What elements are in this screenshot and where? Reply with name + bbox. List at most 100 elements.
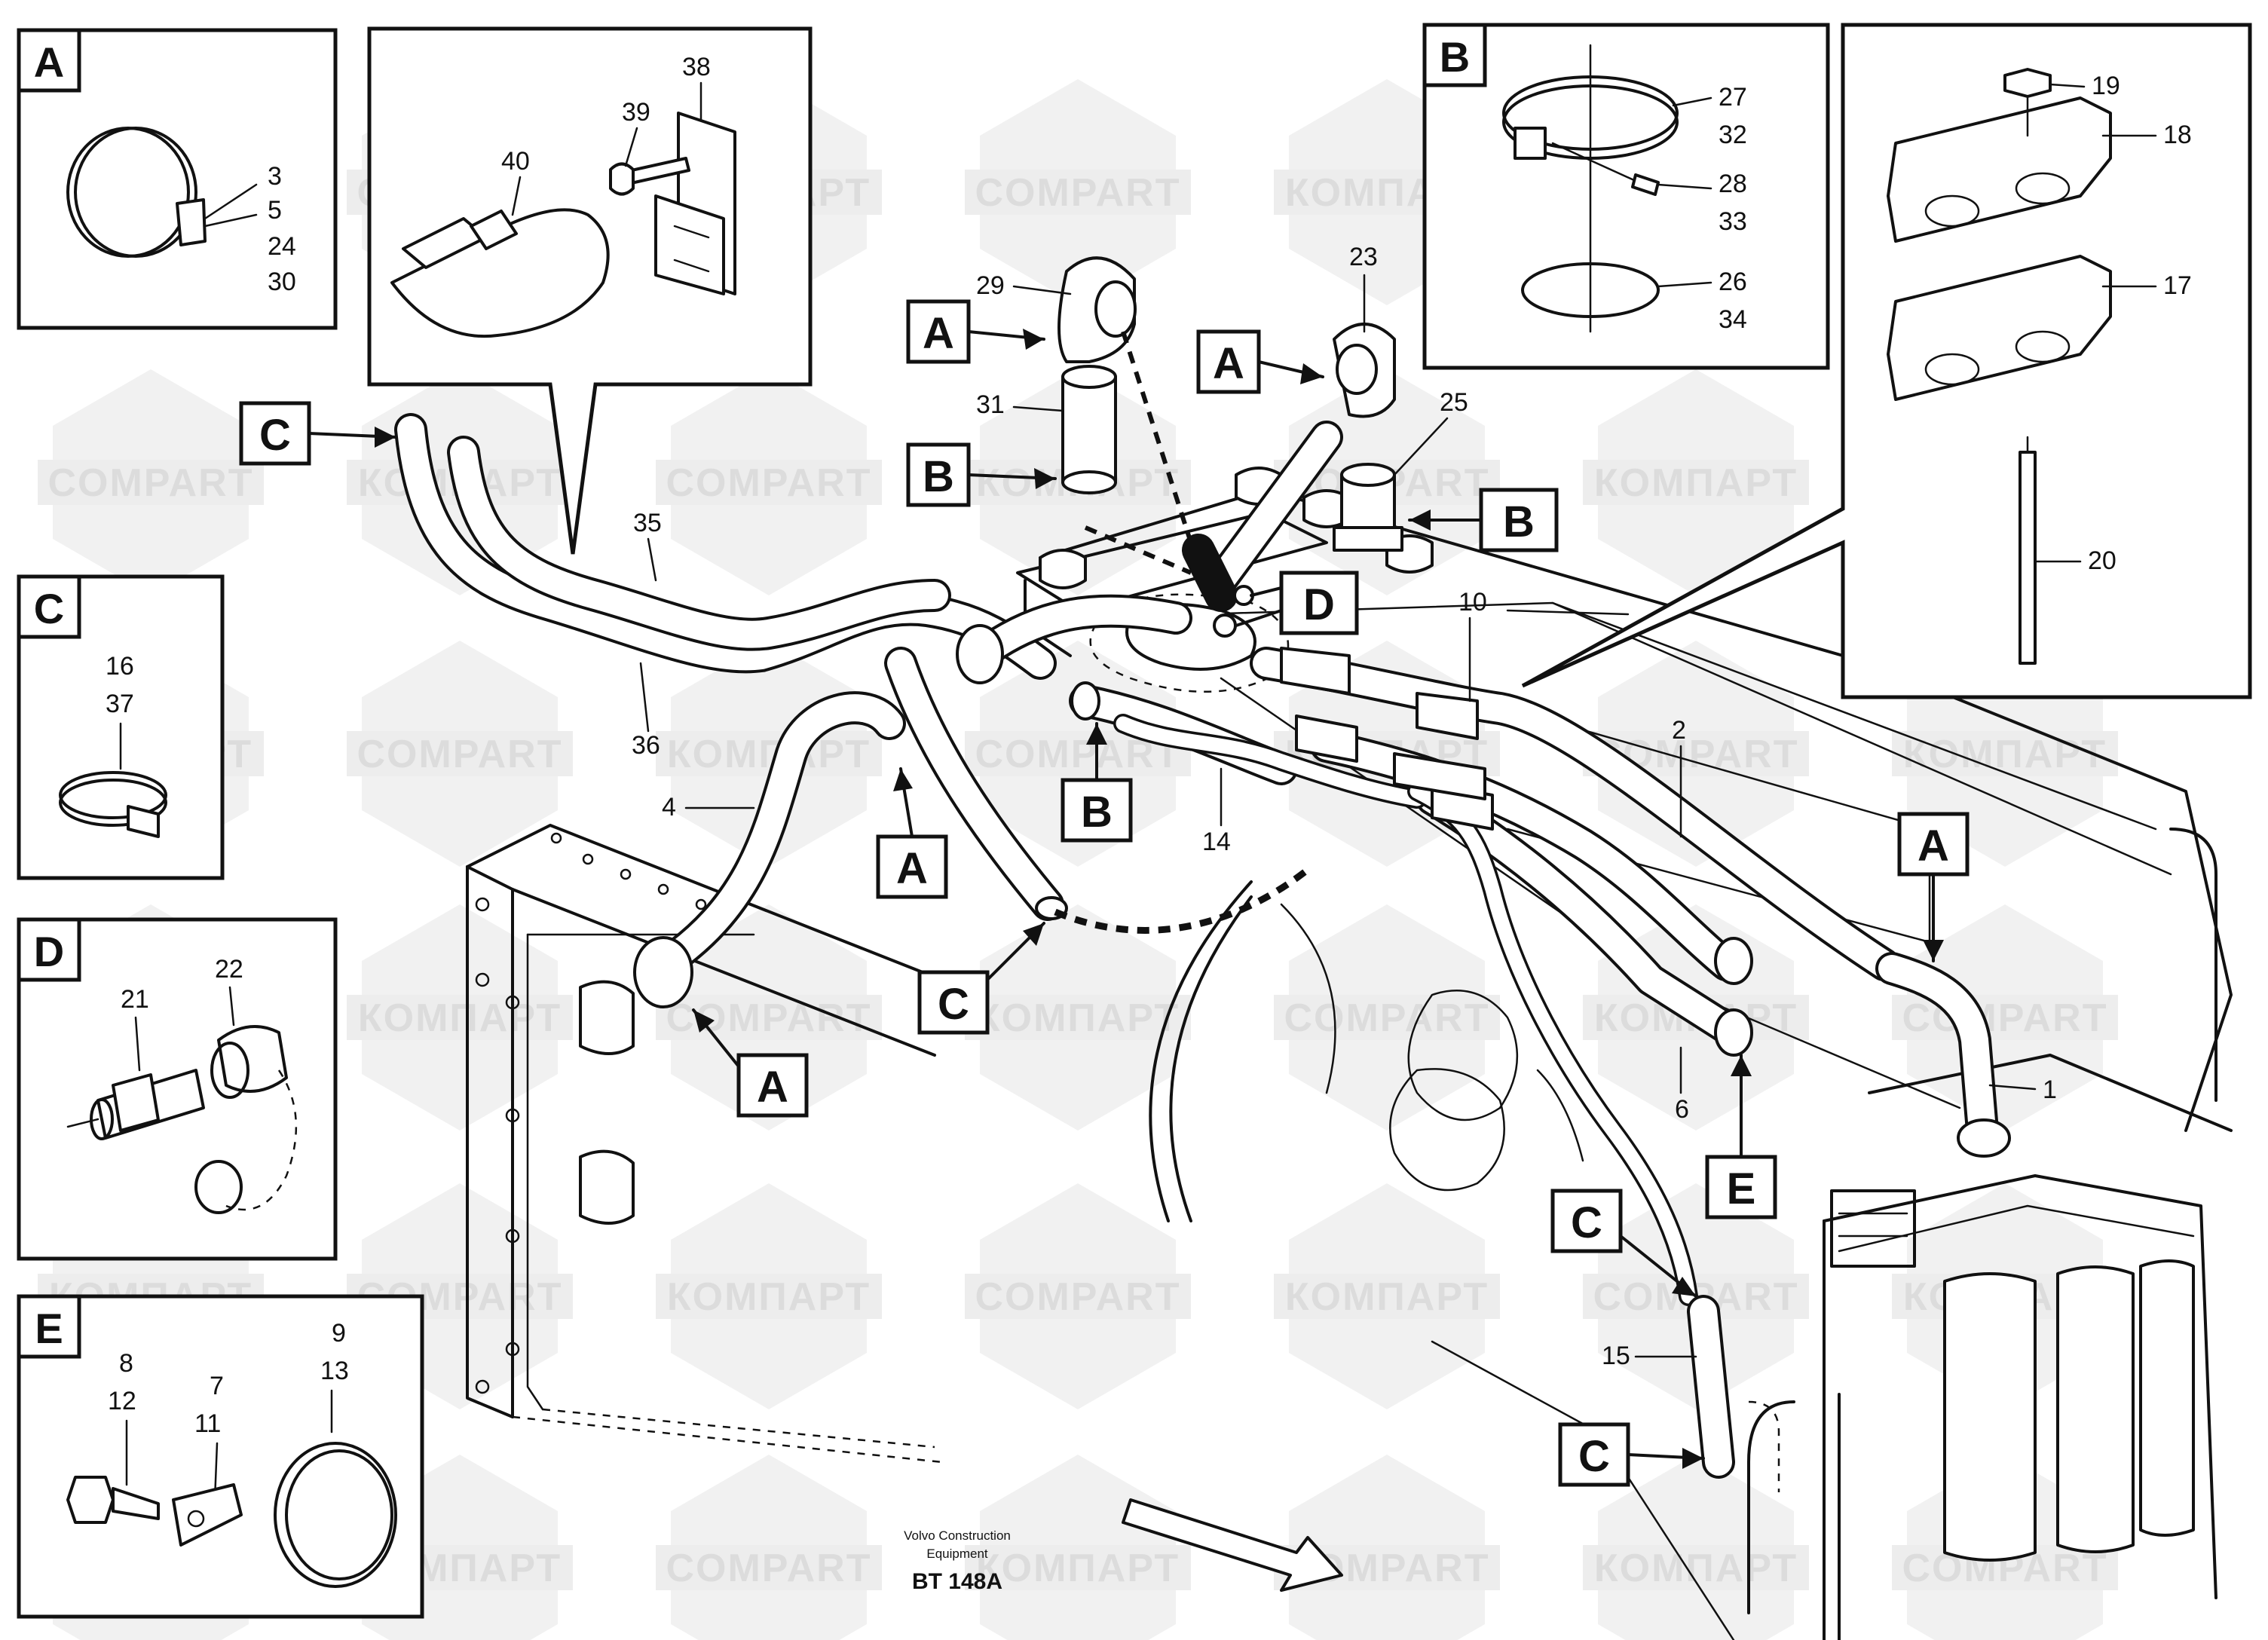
watermark-bar <box>965 995 1191 1040</box>
label-6: 6 <box>1675 1095 1689 1124</box>
callout-a: A <box>692 1008 809 1118</box>
svg-text:39: 39 <box>622 98 650 127</box>
watermark-bar <box>1274 1274 1500 1319</box>
callout-c: C <box>1550 1189 1697 1298</box>
svg-text:27: 27 <box>1719 83 1747 112</box>
watermark-bar <box>656 995 882 1040</box>
svg-text:C: C <box>259 411 291 460</box>
drawing-code: BT 148A <box>912 1569 1002 1594</box>
svg-text:A: A <box>1918 822 1949 870</box>
callout-c: C <box>239 401 397 466</box>
watermark-text: КОМПАРТ <box>1285 1275 1489 1319</box>
main-leader-lines <box>639 274 2037 1358</box>
callout-c: C <box>917 922 1045 1035</box>
watermark-text: COMPART <box>975 1275 1180 1319</box>
callout-a: A <box>876 767 948 899</box>
label-25: 25 <box>1440 388 1468 417</box>
svg-text:20: 20 <box>2088 546 2116 575</box>
watermark-text: КОМПАРТ <box>1594 1547 1798 1590</box>
svg-text:E: E <box>1727 1164 1756 1213</box>
watermark-text: COMPART <box>1284 996 1489 1040</box>
svg-text:C: C <box>1571 1198 1602 1247</box>
label-14: 14 <box>1202 828 1231 856</box>
watermark-text: COMPART <box>666 1547 871 1590</box>
svg-text:8: 8 <box>119 1349 133 1378</box>
callout-b: B <box>1408 488 1559 552</box>
svg-text:C: C <box>1578 1432 1610 1481</box>
svg-text:D: D <box>34 928 64 975</box>
svg-text:18: 18 <box>2163 121 2192 149</box>
watermark-bar <box>1274 995 1500 1040</box>
svg-text:12: 12 <box>108 1387 136 1415</box>
svg-text:40: 40 <box>501 147 530 176</box>
inset-c: C 16 37 <box>17 574 225 880</box>
watermark-text: КОМПАРТ <box>976 996 1180 1040</box>
hose-clamps <box>1280 647 1494 831</box>
label-4: 4 <box>662 793 676 822</box>
svg-text:A: A <box>896 844 928 893</box>
watermark-text: COMPART <box>666 461 871 505</box>
inset-a: A 3 5 24 30 <box>17 28 338 330</box>
watermark-text: КОМПАРТ <box>358 996 562 1040</box>
svg-text:28: 28 <box>1719 170 1747 198</box>
svg-text:33: 33 <box>1719 207 1747 236</box>
svg-text:3: 3 <box>268 162 282 191</box>
watermark-text: COMPART <box>975 171 1180 215</box>
watermark-bar <box>656 460 882 505</box>
label-2: 2 <box>1672 716 1686 745</box>
drawing-footer: Volvo Construction Equipment BT 148A <box>904 1528 1011 1594</box>
svg-text:34: 34 <box>1719 305 1747 334</box>
watermark-bar <box>656 1545 882 1590</box>
watermark-text: КОМПАРТ <box>1903 733 2107 776</box>
inset-d: D 21 22 <box>17 917 338 1261</box>
label-31: 31 <box>976 390 1005 419</box>
direction-arrow <box>1122 1498 1343 1592</box>
svg-text:26: 26 <box>1719 268 1747 296</box>
top-connectors <box>1057 256 1403 638</box>
callout-d: D <box>1235 571 1359 635</box>
svg-text:7: 7 <box>210 1372 224 1400</box>
svg-text:B: B <box>1081 788 1113 837</box>
watermark-text: КОМПАРТ <box>976 1547 1180 1590</box>
svg-text:9: 9 <box>332 1319 346 1348</box>
svg-text:B: B <box>1440 33 1470 81</box>
watermark-bar <box>347 995 573 1040</box>
svg-text:A: A <box>923 309 954 358</box>
svg-text:24: 24 <box>268 232 296 261</box>
callout-letters: A B A B D C B <box>239 299 1970 1487</box>
radiator-bolts <box>475 832 707 1394</box>
svg-text:A: A <box>757 1063 788 1112</box>
svg-text:16: 16 <box>106 652 134 681</box>
watermark-text: COMPART <box>47 461 253 505</box>
main-part-labels: 29 31 23 25 35 36 4 10 14 2 1 6 15 <box>632 243 2057 1370</box>
watermark-bar <box>965 1545 1191 1590</box>
svg-text:19: 19 <box>2092 72 2120 100</box>
watermark-bar <box>1892 995 2118 1040</box>
svg-text:C: C <box>34 585 64 632</box>
svg-text:E: E <box>35 1305 63 1352</box>
svg-text:38: 38 <box>682 53 711 81</box>
svg-text:5: 5 <box>268 196 282 225</box>
watermark-text: КОМПАРТ <box>667 733 871 776</box>
label-10: 10 <box>1458 588 1487 617</box>
watermark-bar <box>965 170 1191 215</box>
svg-text:C: C <box>938 980 969 1029</box>
callout-b: B <box>906 442 1057 507</box>
svg-text:D: D <box>1303 580 1335 629</box>
footer-maker-line2: Equipment <box>926 1547 988 1561</box>
label-35: 35 <box>633 509 662 537</box>
callout-e: E <box>1705 1054 1777 1219</box>
svg-text:B: B <box>1503 497 1535 546</box>
engine-assembly <box>466 467 2233 1640</box>
callout-c: C <box>1558 1422 1705 1487</box>
svg-text:21: 21 <box>121 985 149 1014</box>
svg-text:37: 37 <box>106 690 134 718</box>
svg-text:A: A <box>34 38 64 86</box>
label-1: 1 <box>2043 1075 2057 1104</box>
watermark-bar <box>347 731 573 776</box>
svg-text:13: 13 <box>320 1357 349 1385</box>
watermark-text: COMPART <box>357 733 562 776</box>
svg-text:32: 32 <box>1719 121 1747 149</box>
svg-text:B: B <box>923 452 954 501</box>
